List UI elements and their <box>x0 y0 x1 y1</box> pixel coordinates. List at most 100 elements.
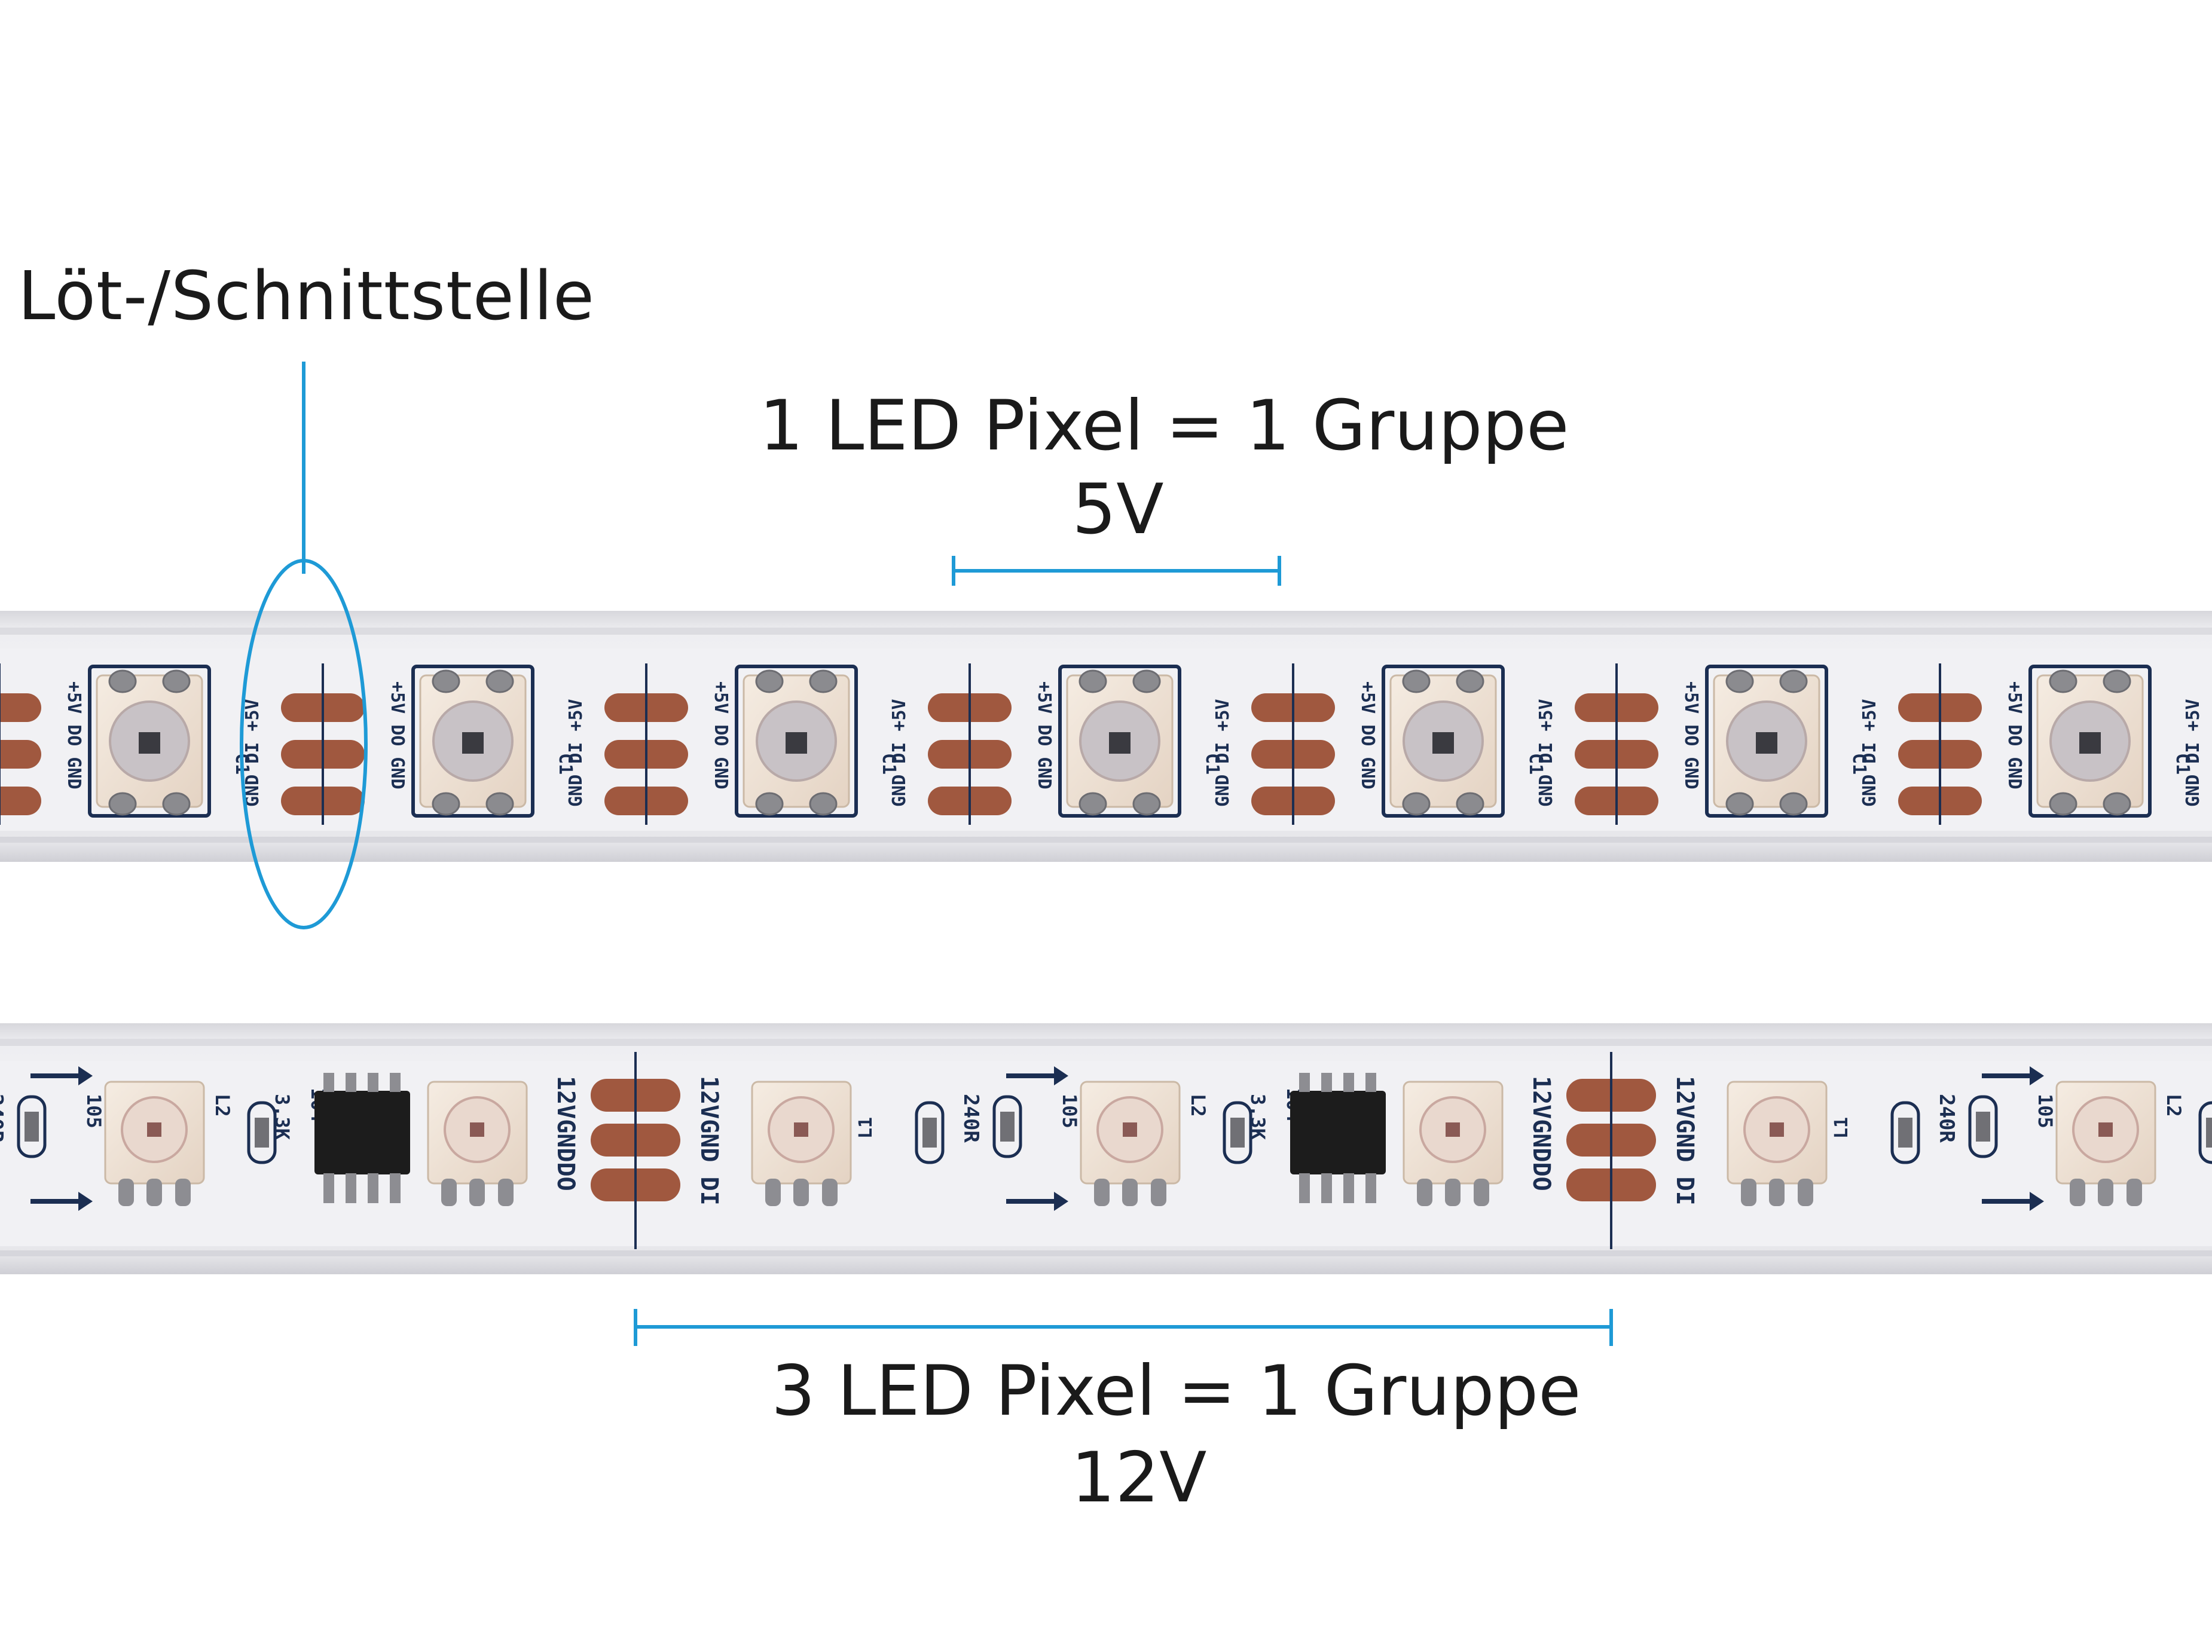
led-die <box>1756 732 1777 754</box>
pcb-print-text: 12VGNDDO <box>1527 1076 1555 1191</box>
led-die <box>2079 732 2101 754</box>
led-lead <box>118 1179 134 1206</box>
led-solder-joint <box>1078 792 1107 816</box>
led-solder-joint <box>1779 669 1808 693</box>
pcb-print-text: L1 <box>1831 1117 1852 1139</box>
resistor-outline <box>17 1095 47 1158</box>
pcb-print-text: +5V DO GND <box>63 681 84 790</box>
pcb-print-text: 240R <box>0 1094 7 1143</box>
led-die <box>470 1122 484 1137</box>
top-tube-ridge <box>0 628 2212 635</box>
led-chip-icon <box>1403 1081 1504 1206</box>
arrow-right-icon <box>30 1192 93 1211</box>
ic-pin <box>1299 1173 1310 1203</box>
arrow-head <box>1054 1192 1068 1211</box>
led-die <box>1109 732 1131 754</box>
resistor-icon <box>915 1101 945 1164</box>
pcb-print-text: +5V DO GND <box>1357 681 1378 790</box>
pcb-print-text: C1 <box>878 753 899 775</box>
resistor-outline <box>915 1101 945 1164</box>
led-outline <box>1705 665 1828 818</box>
led-solder-joint <box>432 792 460 816</box>
bottom-voltage-label: 12V <box>1071 1437 1207 1518</box>
led-die <box>1770 1122 1784 1137</box>
ic-pin <box>368 1173 378 1203</box>
pcb-print-text: GND DI +5V <box>566 699 586 807</box>
led-chip-icon <box>104 1081 205 1206</box>
pcb-print-text: C1 <box>1849 753 1869 775</box>
top-voltage-label: 5V <box>1072 469 1164 550</box>
led-solder-joint <box>1456 669 1484 693</box>
led-solder-joint <box>1402 792 1431 816</box>
ic-pin <box>390 1173 401 1203</box>
led-solder-joint <box>755 669 784 693</box>
led-die <box>1123 1122 1137 1137</box>
ic-pin <box>1365 1073 1376 1092</box>
copper-pad <box>0 787 41 815</box>
pcb-print-text: 240R <box>1935 1094 1959 1143</box>
led-solder-joint <box>108 792 137 816</box>
led-chip-icon <box>2055 1081 2156 1206</box>
led-solder-joint <box>1078 669 1107 693</box>
pcb-print-text: 12VGND DI <box>1671 1076 1698 1206</box>
pcb-print-text: 3.3K <box>271 1094 294 1140</box>
cut-point-label: Löt-/Schnittstelle <box>18 258 595 335</box>
ic-pin <box>1321 1173 1332 1203</box>
led-die <box>786 732 807 754</box>
cut-point-circle <box>240 559 368 929</box>
ic-pin <box>1343 1173 1354 1203</box>
ic-pin <box>1343 1073 1354 1092</box>
pcb-print-text: +5V DO GND <box>387 681 408 790</box>
copper-pad <box>0 693 41 722</box>
ic-pin <box>346 1073 356 1092</box>
led-solder-joint <box>2049 669 2077 693</box>
pcb-print-text: 3.3K <box>1246 1094 1269 1140</box>
pcb-print-text: 12VGNDDO <box>552 1076 579 1191</box>
led-chip-icon <box>1705 665 1828 818</box>
resistor-outline <box>992 1095 1022 1158</box>
led-lead <box>1417 1179 1432 1206</box>
resistor-body <box>25 1112 39 1142</box>
top-group-label: 1 LED Pixel = 1 Gruppe <box>759 386 1569 466</box>
pcb-print-text: GND DI +5V <box>1859 699 1880 807</box>
pcb-print-text: 105 <box>2034 1094 2057 1128</box>
resistor-icon <box>1223 1101 1252 1164</box>
led-lead <box>765 1179 781 1206</box>
led-lead <box>1122 1179 1138 1206</box>
led-lead <box>2098 1179 2113 1206</box>
led-outline <box>1382 665 1505 818</box>
ic-pin <box>1321 1073 1332 1092</box>
pcb-print-text: 240R <box>959 1094 983 1143</box>
ic-pin <box>1299 1073 1310 1092</box>
led-solder-joint <box>2049 792 2077 816</box>
resistor-icon <box>1890 1101 1920 1164</box>
bottom-group-label: 3 LED Pixel = 1 Gruppe <box>771 1351 1581 1431</box>
led-chip-icon <box>411 665 534 818</box>
pcb-print-text: GND DI +5V <box>2183 699 2204 807</box>
ic-chip-icon <box>1290 1073 1386 1203</box>
pcb-print-text: L2 <box>1187 1094 1209 1117</box>
led-solder-joint <box>1725 669 1754 693</box>
led-solder-joint <box>1725 792 1754 816</box>
bottom-tube-ridge <box>0 1039 2212 1046</box>
led-solder-joint <box>1132 792 1161 816</box>
led-lead <box>2070 1179 2085 1206</box>
resistor-outline <box>247 1101 277 1164</box>
led-solder-joint <box>162 669 191 693</box>
led-lead <box>1151 1179 1166 1206</box>
led-lead <box>1445 1179 1461 1206</box>
pcb-print-text: L2 <box>2162 1094 2185 1117</box>
led-lead <box>1798 1179 1813 1206</box>
led-solder-joint <box>162 792 191 816</box>
top-tube-ridge-bottom <box>0 837 2212 843</box>
ic-pin <box>390 1073 401 1092</box>
led-solder-joint <box>809 792 838 816</box>
solder-pad-icon: 12VGNDDO 12VGND DI <box>1527 1052 1698 1249</box>
led-outline <box>735 665 858 818</box>
